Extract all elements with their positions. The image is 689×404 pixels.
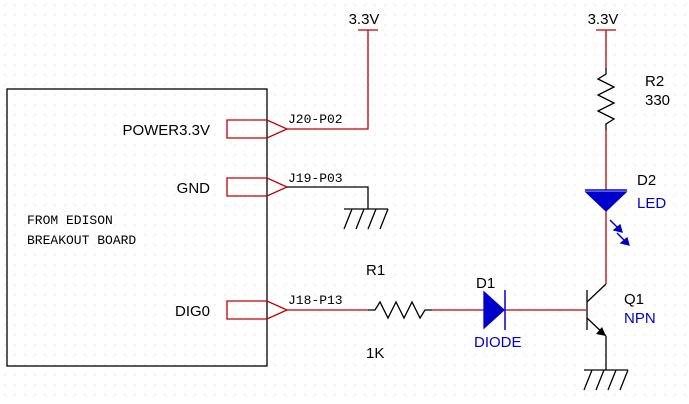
net-label-j18: J18-P13 (288, 293, 343, 308)
resistor-r1 (368, 300, 432, 320)
r1-value: 1K (366, 345, 384, 362)
board-label-line2: BREAKOUT BOARD (27, 233, 136, 248)
pin-label-power: POWER3.3V (122, 122, 210, 139)
net-label-j19: J19-P03 (288, 171, 343, 186)
port-connector-power (226, 119, 289, 139)
d2-value: LED (637, 195, 666, 212)
d2-ref: D2 (637, 172, 656, 189)
wire-gnd-net (287, 186, 369, 209)
r2-ref: R2 (645, 73, 664, 90)
pin-label-dig0: DIG0 (175, 303, 210, 320)
q1-emitter-arrow (596, 327, 606, 336)
d1-ref: D1 (476, 275, 495, 292)
q1-ref: Q1 (624, 291, 644, 308)
ground-symbol-left (343, 208, 389, 230)
r2-value: 330 (645, 92, 670, 109)
resistor-r2 (596, 68, 616, 130)
ground-symbol-right (583, 369, 629, 391)
led-emission-arrows (609, 219, 630, 246)
q1-collector-lead (586, 283, 607, 303)
supply-label-right: 3.3V (588, 11, 619, 28)
supply-label-left: 3.3V (349, 11, 380, 28)
r1-ref: R1 (366, 262, 385, 279)
led-d2-body (584, 191, 628, 212)
pin-label-gnd: GND (177, 180, 211, 197)
net-label-j20: J20-P02 (288, 112, 343, 127)
breakout-board-box (6, 88, 268, 367)
d1-value: DIODE (474, 334, 522, 351)
port-connector-gnd (226, 177, 289, 197)
q1-value: NPN (624, 310, 656, 327)
board-label-line1: FROM EDISON (27, 213, 113, 228)
diode-d1-body (483, 290, 505, 330)
port-connector-dig0 (226, 300, 289, 320)
wire-power-net (287, 30, 369, 130)
